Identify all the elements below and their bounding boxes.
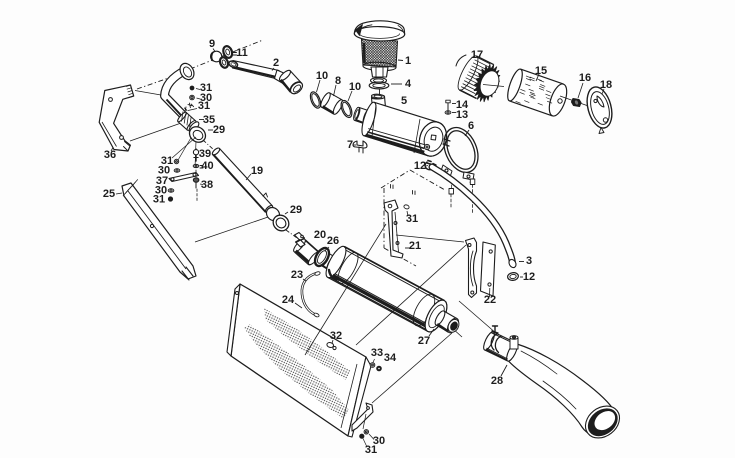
svg-text:9: 9: [209, 38, 215, 50]
svg-text:27: 27: [418, 335, 430, 347]
svg-text:30: 30: [200, 92, 212, 104]
svg-text:7: 7: [347, 139, 353, 151]
svg-text:12: 12: [414, 160, 426, 172]
svg-text:10: 10: [349, 81, 361, 93]
svg-text:37: 37: [156, 175, 168, 187]
svg-text:5: 5: [401, 95, 407, 107]
svg-text:30: 30: [158, 165, 170, 177]
svg-text:33: 33: [371, 347, 383, 359]
svg-text:30: 30: [373, 435, 385, 447]
svg-text:16: 16: [579, 72, 591, 84]
svg-text:1: 1: [405, 55, 411, 67]
svg-text:29: 29: [213, 124, 225, 136]
svg-text:24: 24: [282, 294, 295, 306]
svg-text:34: 34: [384, 352, 397, 364]
svg-text:30: 30: [155, 185, 167, 197]
svg-text:29: 29: [290, 204, 302, 216]
svg-text:6: 6: [468, 120, 474, 132]
svg-text:31: 31: [198, 100, 210, 112]
svg-text:3: 3: [526, 255, 532, 267]
svg-text:20: 20: [314, 229, 326, 241]
svg-text:15: 15: [535, 65, 547, 77]
svg-text:31: 31: [200, 82, 212, 94]
svg-text:26: 26: [327, 235, 339, 247]
svg-text:18: 18: [600, 79, 612, 91]
svg-text:19: 19: [251, 165, 263, 177]
svg-text:2: 2: [273, 57, 279, 69]
svg-text:36: 36: [104, 149, 116, 161]
svg-text:10: 10: [316, 70, 328, 82]
svg-text:38: 38: [201, 179, 213, 191]
svg-text:14: 14: [456, 99, 469, 111]
svg-text:4: 4: [405, 78, 412, 90]
svg-text:23: 23: [291, 269, 303, 281]
svg-text:31: 31: [406, 213, 418, 225]
svg-text:12: 12: [523, 271, 535, 283]
svg-text:17: 17: [471, 49, 483, 61]
svg-text:13: 13: [456, 109, 468, 121]
svg-text:31: 31: [161, 155, 173, 167]
svg-text:22: 22: [484, 294, 496, 306]
svg-text:35: 35: [203, 114, 215, 126]
svg-text:31: 31: [365, 444, 377, 456]
svg-text:11: 11: [236, 47, 248, 59]
svg-text:31: 31: [153, 194, 165, 206]
svg-text:40: 40: [201, 160, 213, 172]
svg-text:8: 8: [335, 75, 341, 87]
svg-text:39: 39: [199, 148, 211, 160]
svg-text:32: 32: [330, 330, 342, 342]
svg-text:28: 28: [491, 375, 503, 387]
svg-text:25: 25: [103, 188, 115, 200]
svg-text:21: 21: [409, 240, 421, 252]
